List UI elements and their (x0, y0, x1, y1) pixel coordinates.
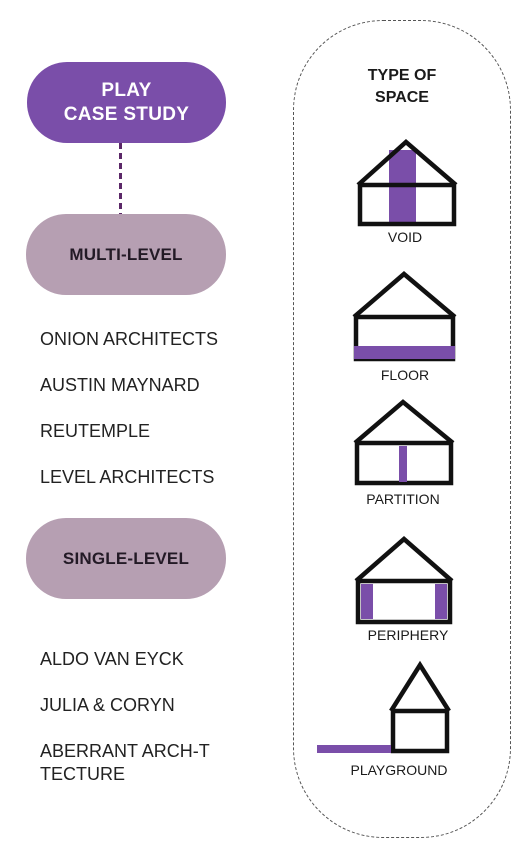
case-study-title-line2: CASE STUDY (63, 103, 190, 125)
house-floor-icon (352, 271, 457, 362)
space-label-playground: PLAYGROUND (350, 762, 448, 778)
play-case-study-pill: PLAY CASE STUDY (27, 62, 226, 143)
list-item: REUTEMPLE (40, 421, 151, 441)
list-item: ONION ARCHITECTS (40, 329, 219, 349)
list-item: TECTURE (40, 764, 125, 784)
type-of-space-panel (293, 20, 511, 838)
list-item: ALDO VAN EYCK (40, 649, 184, 669)
case-study-title-line1: PLAY (101, 79, 152, 101)
list-item: LEVEL ARCHITECTS (40, 467, 215, 487)
dashed-connector (119, 143, 122, 215)
single-level-pill: SINGLE-LEVEL (26, 518, 226, 599)
house-periphery-icon (354, 536, 454, 625)
panel-title-line1: TYPE OF (367, 67, 437, 84)
multi-level-pill: MULTI-LEVEL (26, 214, 226, 295)
multi-level-label: MULTI-LEVEL (69, 244, 183, 264)
space-label-periphery: PERIPHERY (367, 627, 449, 643)
house-partition-icon (353, 399, 455, 486)
space-label-floor: FLOOR (380, 367, 430, 383)
list-item: AUSTIN MAYNARD (40, 375, 200, 395)
space-label-partition: PARTITION (366, 491, 440, 507)
single-level-label: SINGLE-LEVEL (62, 548, 190, 568)
list-item: ABERRANT ARCH-T (40, 741, 210, 761)
space-label-void: VOID (387, 229, 423, 245)
list-item: JULIA & CORYN (40, 695, 175, 715)
house-void-icon (356, 139, 458, 227)
panel-title-line2: SPACE (375, 89, 429, 106)
house-playground-icon (317, 660, 451, 754)
type-of-space-title: TYPE OF SPACE (293, 65, 511, 109)
